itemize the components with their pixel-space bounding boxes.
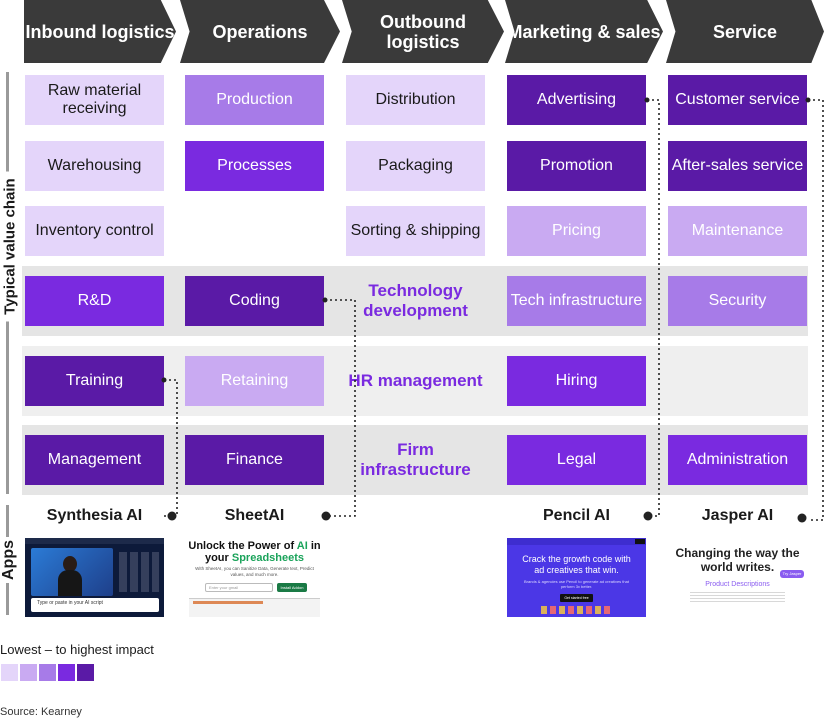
app-name-sheetai: SheetAI bbox=[224, 507, 285, 524]
cell-advertising: Advertising bbox=[507, 75, 646, 125]
cell-after-sales-service: After-sales service bbox=[668, 141, 807, 191]
support-label-firm-infrastructure: Firm infrastructure bbox=[360, 440, 471, 479]
step-service: Service bbox=[666, 0, 824, 63]
synthesia-screenshot: Type or paste in your AI script bbox=[25, 538, 164, 617]
legend-swatch-3 bbox=[39, 664, 56, 681]
sheetai-headline-accent: Spreadsheets bbox=[231, 552, 305, 564]
sheetai-headline-ai: AI bbox=[296, 540, 308, 552]
cell-distribution: Distribution bbox=[346, 75, 485, 125]
sheetai-headline-part2: in your bbox=[204, 540, 321, 564]
jasper-try-button: Try Jasper bbox=[780, 570, 804, 578]
cell-sorting-shipping: Sorting & shipping bbox=[346, 206, 485, 256]
cell-production: Production bbox=[185, 75, 324, 125]
pencil-get-started-button: Get started free bbox=[560, 594, 593, 602]
pencil-brand-logos bbox=[541, 606, 613, 614]
app-name-synthesia: Synthesia AI bbox=[46, 507, 143, 524]
sheetai-screenshot: Unlock the Power of AI in your Spreadshe… bbox=[185, 538, 324, 617]
sheetai-email-input: Enter your gmail bbox=[205, 583, 273, 592]
step-inbound-logistics: Inbound logistics bbox=[24, 0, 176, 63]
jasper-screenshot: Changing the way the world writes. Try J… bbox=[668, 538, 807, 617]
sheetai-body: With SheetAI, you can Sanitize Data, Gen… bbox=[195, 566, 314, 577]
support-label-technology-development: Technology development bbox=[363, 281, 468, 320]
app-name-pencil: Pencil AI bbox=[543, 507, 610, 524]
source-note: Source: Kearney bbox=[0, 706, 82, 718]
sheetai-headline-part1: Unlock the Power of bbox=[188, 540, 297, 552]
cell-coding: Coding bbox=[185, 276, 324, 326]
synthesia-avatar-head bbox=[63, 556, 77, 572]
cell-tech-infrastructure: Tech infrastructure bbox=[507, 276, 646, 326]
legend-swatch-4 bbox=[58, 664, 75, 681]
cell-promotion: Promotion bbox=[507, 141, 646, 191]
cell-legal: Legal bbox=[507, 435, 646, 485]
jasper-body-lines bbox=[690, 592, 785, 604]
legend-swatch-2 bbox=[20, 664, 37, 681]
support-label-hr-management: HR management bbox=[348, 371, 483, 390]
pencil-headline: Crack the growth code with ad creatives … bbox=[522, 554, 631, 575]
legend-swatch-5 bbox=[77, 664, 94, 681]
cell-inventory-control: Inventory control bbox=[25, 206, 164, 256]
synthesia-avatar-grid bbox=[119, 552, 159, 592]
step-outbound-logistics: Outbound logistics bbox=[342, 0, 504, 63]
synthesia-avatar-body bbox=[58, 570, 82, 596]
cell-security: Security bbox=[668, 276, 807, 326]
cell-packaging: Packaging bbox=[346, 141, 485, 191]
cell-finance: Finance bbox=[185, 435, 324, 485]
pencil-cta-corner bbox=[635, 539, 645, 544]
synthesia-script-caption: Type or paste in your AI script bbox=[37, 600, 103, 606]
legend-swatch-1 bbox=[1, 664, 18, 681]
synthesia-script-bar bbox=[31, 598, 159, 612]
jasper-headline: Changing the way the world writes. bbox=[675, 546, 800, 574]
jasper-product-descriptions: Product Descriptions bbox=[705, 581, 770, 588]
sheetai-headline: Unlock the Power of AI in your Spreadshe… bbox=[187, 540, 322, 564]
step-marketing-sales: Marketing & sales bbox=[505, 0, 663, 63]
step-operations: Operations bbox=[180, 0, 340, 63]
pencil-nav bbox=[507, 538, 646, 545]
cell-pricing: Pricing bbox=[507, 206, 646, 256]
cell-warehousing: Warehousing bbox=[25, 141, 164, 191]
cell-rnd: R&D bbox=[25, 276, 164, 326]
pencil-screenshot: Crack the growth code with ad creatives … bbox=[507, 538, 646, 617]
cell-administration: Administration bbox=[668, 435, 807, 485]
cell-management: Management bbox=[25, 435, 164, 485]
legend-label: Lowest – to highest impact bbox=[0, 642, 154, 657]
pencil-body: Brands & agencies use Pencil to generate… bbox=[524, 579, 629, 589]
cell-hiring: Hiring bbox=[507, 356, 646, 406]
sheetai-install-button: Install Addon bbox=[277, 583, 307, 592]
cell-retaining: Retaining bbox=[185, 356, 324, 406]
cell-training: Training bbox=[25, 356, 164, 406]
cell-customer-service: Customer service bbox=[668, 75, 807, 125]
cell-maintenance: Maintenance bbox=[668, 206, 807, 256]
app-name-jasper: Jasper AI bbox=[701, 507, 774, 524]
cell-raw-material-receiving: Raw material receiving bbox=[25, 75, 164, 125]
cell-processes: Processes bbox=[185, 141, 324, 191]
sheetai-sheet-bar bbox=[193, 601, 263, 604]
synthesia-toolbar bbox=[25, 538, 164, 544]
